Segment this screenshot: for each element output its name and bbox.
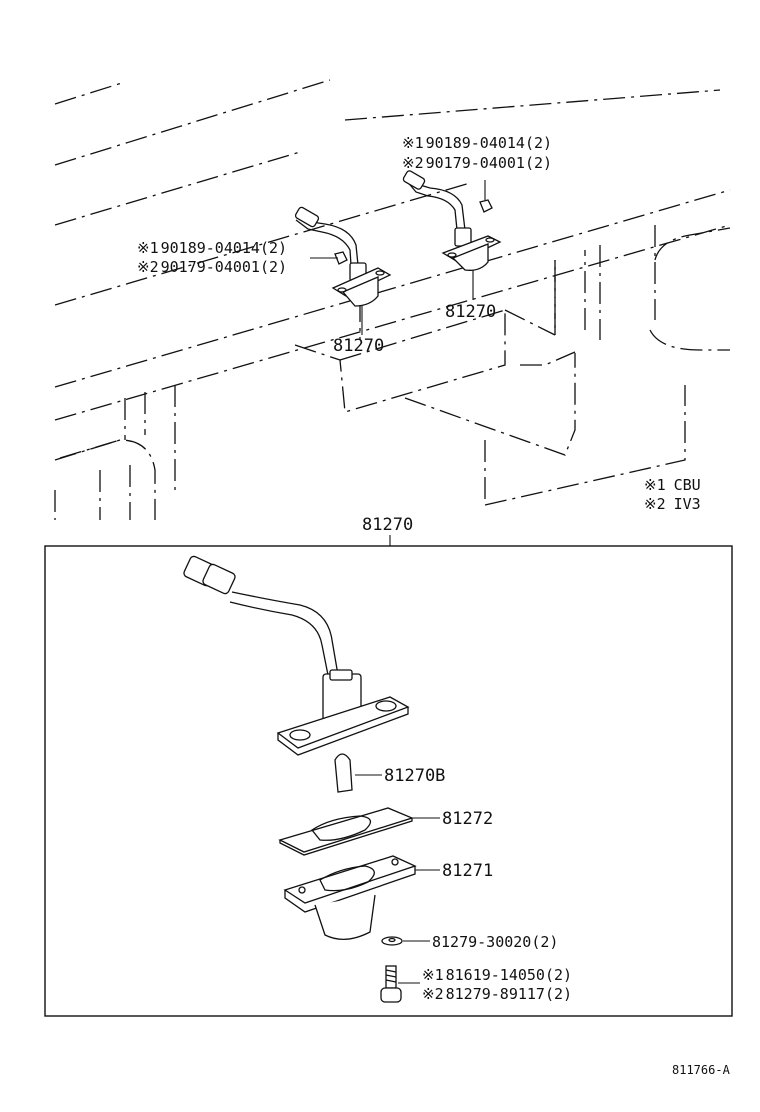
legend-mark-1: ※1 [644, 476, 666, 494]
gasket-part [278, 807, 440, 856]
bulb-part [334, 753, 382, 793]
ul-mark-2: ※2 [137, 258, 159, 276]
ul-part-1: 90189-04014(2) [161, 239, 287, 257]
lamp-assembly-detail [183, 555, 410, 756]
lens-housing-part [283, 855, 440, 940]
label-gasket: 81272 [442, 809, 493, 829]
ur-part-1: 90189-04014(2) [426, 134, 552, 152]
ul-mark-1: ※1 [137, 239, 159, 257]
vehicle-body-phantom [54, 79, 731, 520]
label-lens-housing: 81271 [442, 861, 493, 881]
washer-part [381, 936, 430, 946]
legend-text-2: IV3 [674, 495, 701, 513]
screw-mark-1: ※1 [422, 966, 444, 984]
screw-part [380, 965, 420, 1003]
screw-part-1: 81619-14050(2) [446, 966, 572, 984]
legend: ※1 CBU ※2 IV3 [644, 476, 701, 513]
label-lamp-left: 81270 [333, 336, 384, 356]
legend-mark-2: ※2 [644, 495, 666, 513]
figure-id: 811766-A [672, 1063, 731, 1077]
label-lamp-right: 81270 [445, 302, 496, 322]
label-bulb: 81270B [384, 766, 445, 786]
nut-right [479, 180, 493, 213]
label-washer: 81279-30020(2) [432, 933, 558, 951]
ul-part-2: 90179-04001(2) [161, 258, 287, 276]
nut-left [334, 251, 348, 265]
ur-part-2: 90179-04001(2) [426, 154, 552, 172]
screw-mark-2: ※2 [422, 985, 444, 1003]
license-lamp-right [402, 170, 502, 271]
legend-text-1: CBU [674, 476, 701, 494]
detail-box-frame [44, 545, 733, 1017]
detail-box-title: 81270 [362, 515, 413, 535]
ur-mark-2: ※2 [402, 154, 424, 172]
screw-part-2: 81279-89117(2) [446, 985, 572, 1003]
ur-mark-1: ※1 [402, 134, 424, 152]
license-lamp-left [294, 206, 392, 307]
